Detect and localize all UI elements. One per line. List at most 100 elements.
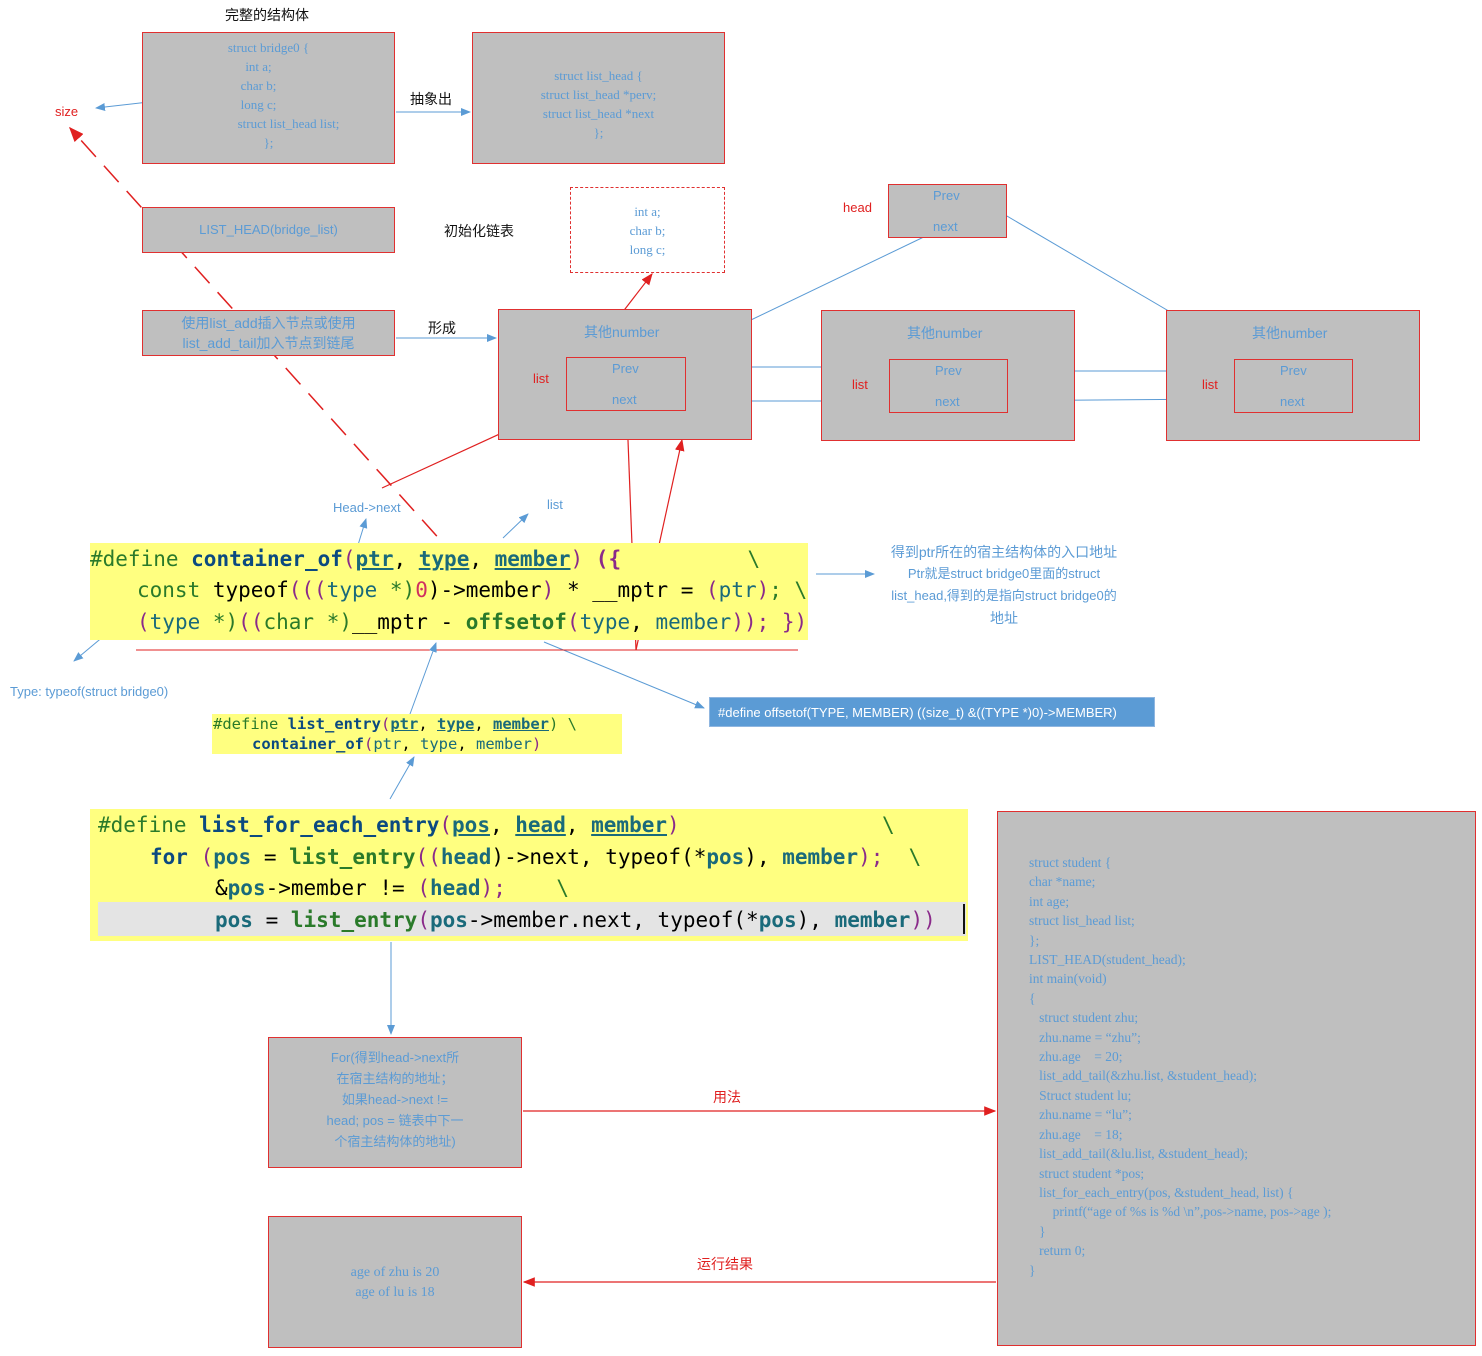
for-desc-line: For(得到head->next所 bbox=[330, 1050, 460, 1065]
student-code-line: zhu.age = 18; bbox=[1029, 1126, 1123, 1142]
insert-box: 使用list_add插入节点或使用 list_add_tail加入节点到链尾 bbox=[142, 310, 395, 356]
student-code-line: Struct student lu; bbox=[1029, 1087, 1132, 1103]
container-of-code: #define container_of(ptr, type, member) … bbox=[90, 543, 808, 640]
list-entry-line-1: #define list_entry(ptr, type, member) \ bbox=[213, 715, 577, 733]
for-each-line-4-highlight bbox=[98, 902, 966, 936]
student-code-line: { bbox=[1029, 990, 1036, 1006]
student-code-line: struct student zhu; bbox=[1029, 1010, 1139, 1026]
node-3-title: 其他number bbox=[1252, 325, 1328, 341]
container-desc-line: 得到ptr所在的宿主结构体的入口地址 bbox=[890, 544, 1118, 560]
form-label: 形成 bbox=[428, 320, 456, 336]
for-desc-line: head; pos = 链表中下一 bbox=[326, 1113, 464, 1128]
head-label: head bbox=[843, 200, 872, 215]
arrow-offsetof bbox=[543, 641, 705, 709]
for-desc-box: For(得到head->next所 在宿主结构的地址； 如果head->next… bbox=[268, 1037, 522, 1168]
student-code-line: }; bbox=[1029, 932, 1040, 948]
student-code-line: int main(void) bbox=[1029, 971, 1107, 987]
bridge0-line: struct bridge0 { bbox=[227, 40, 310, 55]
for-each-line-2: for (pos = list_entry((head)->next, type… bbox=[150, 845, 922, 869]
result-label: 运行结果 bbox=[697, 1256, 753, 1272]
container-desc-line: Ptr就是struct bridge0里面的struct bbox=[907, 566, 1101, 581]
container-of-line-3: (type *)((char *)__mptr - offsetof(type,… bbox=[137, 610, 808, 634]
insert-line: list_add_tail加入节点到链尾 bbox=[182, 335, 355, 351]
head-next-label: Head->next bbox=[333, 500, 401, 515]
node-2: 其他number list Prev next bbox=[821, 310, 1075, 441]
members-box: int a; char b; long c; bbox=[570, 187, 725, 273]
node-1-prev: Prev bbox=[612, 361, 639, 376]
list-head-line: struct list_head *next bbox=[542, 106, 655, 121]
container-of-line-2: const typeof(((type *)0)->member) * __mp… bbox=[137, 578, 808, 602]
result-line: age of lu is 18 bbox=[355, 1285, 435, 1300]
node-2-next: next bbox=[935, 394, 960, 409]
node-2-prev: Prev bbox=[935, 363, 962, 378]
member-line: char b; bbox=[629, 223, 666, 238]
head-prev: Prev bbox=[933, 188, 960, 203]
list-head-line: }; bbox=[593, 125, 604, 140]
student-code-line: list_for_each_entry(pos, &student_head, … bbox=[1029, 1184, 1294, 1200]
arrow-foreach-up bbox=[389, 756, 415, 800]
for-desc-line: 个宿主结构体的地址) bbox=[334, 1134, 456, 1149]
node-3-list: Prev next bbox=[1234, 359, 1353, 413]
list-head-line: struct list_head { bbox=[554, 68, 643, 83]
node-2-list-label: list bbox=[852, 377, 868, 392]
usage-label: 用法 bbox=[713, 1089, 741, 1105]
student-code-line: list_add_tail(&zhu.list, &student_head); bbox=[1029, 1068, 1257, 1084]
student-code-line: } bbox=[1029, 1223, 1046, 1239]
for-each-line-3: &pos->member != (head); \ bbox=[215, 876, 570, 900]
result-line: age of zhu is 20 bbox=[350, 1265, 440, 1280]
for-each-line-1: #define list_for_each_entry(pos, head, m… bbox=[98, 813, 895, 837]
arrow-entry-up bbox=[409, 642, 437, 715]
node-3-next: next bbox=[1280, 394, 1305, 409]
list-head-line: struct list_head *perv; bbox=[540, 87, 657, 102]
bridge0-line: long c; bbox=[240, 97, 277, 112]
bridge0-line: struct list_head list; bbox=[237, 116, 340, 131]
student-code-line: struct list_head list; bbox=[1029, 913, 1135, 929]
bridge0-box: struct bridge0 { int a; char b; long c; … bbox=[142, 32, 395, 164]
node-1-list: Prev next bbox=[566, 357, 686, 411]
student-code-line: zhu.name = “lu”; bbox=[1029, 1107, 1132, 1123]
node-3-list-label: list bbox=[1202, 377, 1218, 392]
offsetof-def: #define offsetof(TYPE, MEMBER) ((size_t)… bbox=[709, 697, 1155, 727]
list-arrow-label: list bbox=[547, 497, 563, 512]
for-each-code: #define list_for_each_entry(pos, head, m… bbox=[90, 809, 968, 941]
for-desc-line: 在宿主结构的地址； bbox=[336, 1071, 454, 1086]
student-code-line: return 0; bbox=[1029, 1243, 1086, 1259]
node-2-list: Prev next bbox=[889, 359, 1008, 413]
abstract-label: 抽象出 bbox=[410, 91, 452, 107]
head-node: Prev next bbox=[888, 184, 1007, 238]
student-code-line: list_add_tail(&lu.list, &student_head); bbox=[1029, 1146, 1248, 1162]
student-code-line: struct student { bbox=[1029, 855, 1112, 870]
list-entry-line-2: container_of(ptr, type, member) bbox=[252, 735, 542, 753]
list-entry-code: #define list_entry(ptr, type, member) \ … bbox=[212, 714, 622, 754]
node-3: 其他number list Prev next bbox=[1166, 310, 1420, 441]
student-code-line: struct student *pos; bbox=[1029, 1165, 1145, 1181]
dashed-to-size bbox=[68, 126, 506, 613]
bridge0-line: char b; bbox=[240, 78, 277, 93]
struct-title: 完整的结构体 bbox=[225, 7, 309, 23]
arrow-list bbox=[502, 513, 529, 539]
container-desc: 得到ptr所在的宿主结构体的入口地址 Ptr就是struct bridge0里面… bbox=[866, 541, 1142, 629]
size-label: size bbox=[55, 104, 79, 119]
student-code-line: int age; bbox=[1029, 893, 1070, 909]
node-1-list-label: list bbox=[533, 371, 549, 386]
arrow-ptr bbox=[357, 518, 368, 546]
container-desc-line: 地址 bbox=[990, 610, 1018, 626]
list-head-macro: LIST_HEAD(bridge_list) bbox=[199, 222, 338, 237]
member-line: long c; bbox=[629, 242, 666, 257]
student-code-box: struct student { char *name; int age; st… bbox=[997, 811, 1476, 1346]
student-code-line: char *name; bbox=[1029, 874, 1096, 890]
member-line: int a; bbox=[634, 204, 661, 219]
node-2-title: 其他number bbox=[907, 325, 983, 341]
init-label: 初始化链表 bbox=[444, 223, 514, 239]
container-of-line-1: #define container_of(ptr, type, member) … bbox=[90, 547, 761, 571]
bridge0-line: int a; bbox=[245, 59, 272, 74]
type-label: Type: typeof(struct bridge0) bbox=[10, 684, 169, 699]
insert-line: 使用list_add插入节点或使用 bbox=[181, 315, 356, 331]
node-1: 其他number list Prev next bbox=[498, 309, 752, 440]
list-head-macro-box: LIST_HEAD(bridge_list) bbox=[142, 207, 395, 253]
head-next: next bbox=[933, 219, 958, 234]
for-desc-line: 如果head->next != bbox=[341, 1092, 449, 1107]
list-head-box: struct list_head { struct list_head *per… bbox=[472, 32, 725, 164]
bridge0-line: }; bbox=[263, 135, 274, 150]
result-box: age of zhu is 20 age of lu is 18 bbox=[268, 1216, 522, 1348]
